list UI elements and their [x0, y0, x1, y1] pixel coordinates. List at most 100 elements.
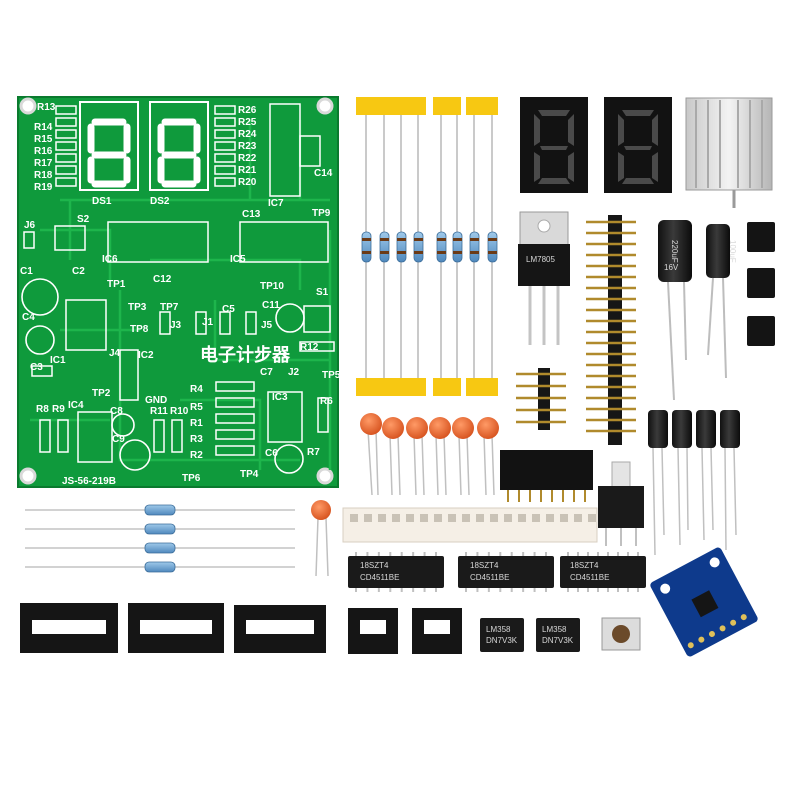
label-ic4: IC4	[68, 400, 84, 411]
smd-pocket	[546, 514, 554, 522]
label-r10: R10	[170, 406, 189, 417]
opamp-chips: LM358 DN7V3K LM358 DN7V3K	[480, 618, 580, 652]
label-c8: C8	[110, 406, 123, 417]
smd-pocket	[476, 514, 484, 522]
label-tp2: TP2	[92, 388, 111, 399]
label-c6: C6	[265, 448, 278, 459]
tactile-button	[601, 617, 641, 651]
smd-pocket	[588, 514, 596, 522]
ic-sockets	[20, 603, 462, 654]
label-r5: R5	[190, 402, 203, 413]
smd-pocket	[448, 514, 456, 522]
label-j5: J5	[261, 320, 273, 331]
label-tp3: TP3	[128, 302, 147, 313]
label-j6: J6	[24, 220, 36, 231]
label-c9: C9	[112, 434, 125, 445]
label-j4: J4	[109, 348, 121, 359]
label-c13: C13	[242, 209, 261, 220]
opamp1-part: LM358	[486, 625, 511, 634]
resistor-tape-strip	[356, 97, 498, 396]
smd-pocket	[406, 514, 414, 522]
label-r2: R2	[190, 450, 203, 461]
chip2-prefix: 18SZT4	[470, 561, 499, 570]
label-tp5: TP5	[322, 370, 341, 381]
label-j1: J1	[202, 317, 214, 328]
driver-chips: 18SZT4 CD4511BE 18SZT4 CD4511BE 18SZT4 C…	[348, 552, 646, 592]
label-r4: R4	[190, 384, 203, 395]
voltage-regulator: LM7805	[518, 211, 570, 345]
small-electrolytic-capacitors	[648, 410, 740, 556]
label-gnd: GND	[145, 395, 167, 406]
label-tp1: TP1	[107, 279, 126, 290]
board-model: JS-56-219B	[62, 476, 116, 487]
electrolytic-capacitor-220uF: 220uF 16V	[658, 220, 692, 401]
smd-pocket	[364, 514, 372, 522]
label-ds1: DS1	[92, 196, 112, 207]
label-c11: C11	[262, 300, 280, 311]
label-c7: C7	[260, 367, 273, 378]
label-c14: C14	[314, 168, 333, 179]
ds2-footprint	[149, 101, 209, 191]
pin-header-short	[516, 368, 566, 430]
label-c5: C5	[222, 304, 235, 315]
smd-pocket	[574, 514, 582, 522]
ceramic-capacitors	[311, 413, 499, 577]
female-header	[500, 450, 593, 502]
label-r22: R22	[238, 153, 257, 164]
label-r3: R3	[190, 434, 203, 445]
accelerometer-module	[650, 547, 758, 657]
cap-100-value: 100uF	[728, 240, 737, 263]
jumper-caps	[747, 222, 775, 346]
electrolytic-capacitor-100uF: 100uF	[706, 224, 737, 379]
chip3-prefix: 18SZT4	[570, 561, 599, 570]
label-r6: R6	[320, 396, 333, 407]
smd-component-tape	[342, 507, 598, 543]
seven-segment-display-2	[604, 97, 672, 193]
label-r12: R12	[300, 342, 319, 353]
label-s1: S1	[316, 287, 329, 298]
label-ic3: IC3	[272, 392, 288, 403]
push-switch	[598, 461, 644, 546]
label-tp9: TP9	[312, 208, 331, 219]
label-j2: J2	[288, 367, 300, 378]
cap-220-value: 220uF	[670, 240, 679, 263]
label-tp4: TP4	[240, 469, 259, 480]
axial-resistors	[25, 504, 295, 573]
label-r7: R7	[307, 447, 320, 458]
label-ds2: DS2	[150, 196, 170, 207]
label-tp10: TP10	[260, 281, 284, 292]
smd-pocket	[462, 514, 470, 522]
label-c4: C4	[22, 312, 35, 323]
label-tp6: TP6	[182, 473, 201, 484]
smd-pocket	[518, 514, 526, 522]
smd-pocket	[392, 514, 400, 522]
ds1-footprint	[79, 101, 139, 191]
chip1-part: CD4511BE	[360, 573, 399, 582]
smd-pocket	[350, 514, 358, 522]
label-r25: R25	[238, 117, 257, 128]
label-ic5: IC5	[230, 254, 246, 265]
smd-pocket	[490, 514, 498, 522]
opamp2-sub: DN7V3K	[542, 636, 574, 645]
smd-pocket	[504, 514, 512, 522]
label-r19: R19	[34, 182, 53, 193]
label-r23: R23	[238, 141, 257, 152]
label-r14: R14	[34, 122, 53, 133]
label-c2: C2	[72, 266, 85, 277]
label-tp8: TP8	[130, 324, 149, 335]
label-r1: R1	[190, 418, 203, 429]
label-ic1: IC1	[50, 355, 66, 366]
smd-pocket	[560, 514, 568, 522]
smd-pocket	[420, 514, 428, 522]
pcb-board: R13 R14 R15 R16 R17 R18 R19 R26 R25 R24 …	[17, 96, 341, 488]
label-r21: R21	[238, 165, 257, 176]
label-r20: R20	[238, 177, 257, 188]
label-r11: R11	[150, 406, 168, 417]
label-tp7: TP7	[160, 302, 179, 313]
label-c3: C3	[30, 362, 43, 373]
label-r17: R17	[34, 158, 53, 169]
regulator-marking: LM7805	[526, 255, 555, 264]
smd-pocket	[532, 514, 540, 522]
seven-segment-display-1	[520, 97, 588, 193]
chip2-part: CD4511BE	[470, 573, 509, 582]
